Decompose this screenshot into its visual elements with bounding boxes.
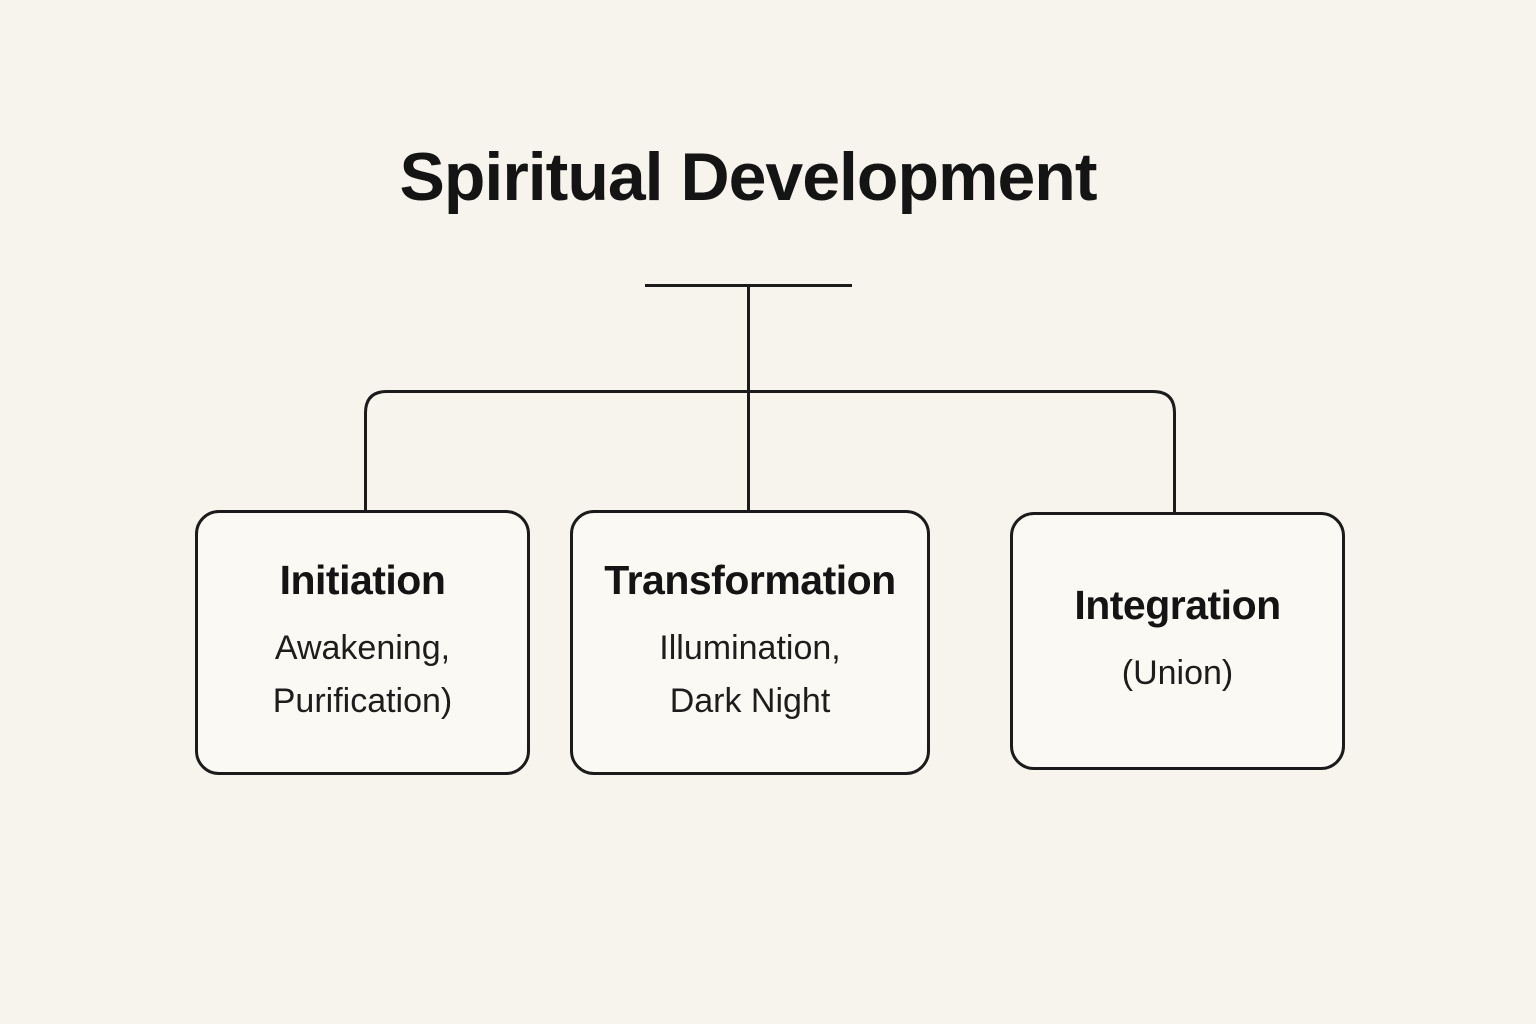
node-transformation: Transformation Illumination, Dark Night — [570, 510, 930, 775]
node-integration-subline-1: (Union) — [1121, 654, 1234, 693]
node-transformation-label: Transformation — [604, 557, 896, 604]
node-initiation: Initiation Awakening, Purification) — [195, 510, 530, 775]
node-integration-sublabel: (Union) — [1122, 647, 1233, 700]
node-integration: Integration (Union) — [1010, 512, 1345, 770]
node-transformation-subline-2: Dark Night — [669, 682, 831, 720]
node-transformation-sublabel: Illumination, Dark Night — [659, 622, 840, 727]
node-initiation-label: Initiation — [279, 557, 446, 604]
node-initiation-subline-2: Purification) — [272, 682, 453, 720]
node-integration-label: Integration — [1074, 582, 1281, 629]
node-transformation-subline-1: Illumination, — [659, 629, 841, 668]
node-initiation-sublabel: Awakening, Purification) — [273, 622, 453, 727]
node-initiation-subline-1: Awakening, — [274, 629, 451, 668]
diagram-title: Spiritual Development — [399, 139, 1098, 215]
branch-bracket — [364, 390, 1176, 514]
